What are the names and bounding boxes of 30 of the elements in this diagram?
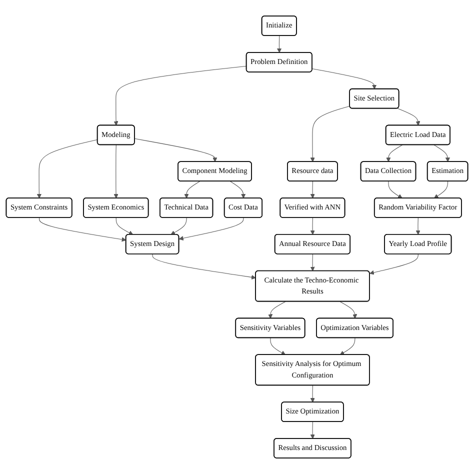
arrow bbox=[134, 138, 218, 162]
arrow bbox=[36, 139, 98, 198]
arrow bbox=[114, 144, 118, 198]
arrow bbox=[434, 144, 450, 162]
arrow bbox=[310, 254, 315, 272]
arrow bbox=[270, 338, 286, 356]
arrow bbox=[310, 106, 350, 162]
arrow bbox=[434, 181, 448, 198]
arrow bbox=[39, 217, 126, 242]
arrow bbox=[416, 217, 420, 235]
arrow bbox=[230, 181, 246, 198]
arrow bbox=[386, 144, 403, 162]
arrow bbox=[397, 108, 420, 126]
arrow bbox=[178, 217, 244, 241]
arrow bbox=[310, 217, 315, 235]
arrow bbox=[276, 36, 282, 53]
arrow bbox=[312, 68, 377, 90]
arrow bbox=[268, 301, 286, 319]
arrow bbox=[388, 181, 402, 198]
arrow bbox=[184, 181, 200, 198]
arrow bbox=[340, 301, 358, 319]
arrow bbox=[310, 181, 315, 198]
arrow bbox=[310, 385, 315, 403]
arrow bbox=[340, 338, 356, 356]
arrow bbox=[170, 217, 187, 235]
arrow bbox=[369, 254, 418, 275]
arrow bbox=[152, 254, 256, 280]
arrow bbox=[114, 66, 247, 126]
arrow bbox=[116, 217, 134, 235]
arrow bbox=[310, 422, 315, 439]
